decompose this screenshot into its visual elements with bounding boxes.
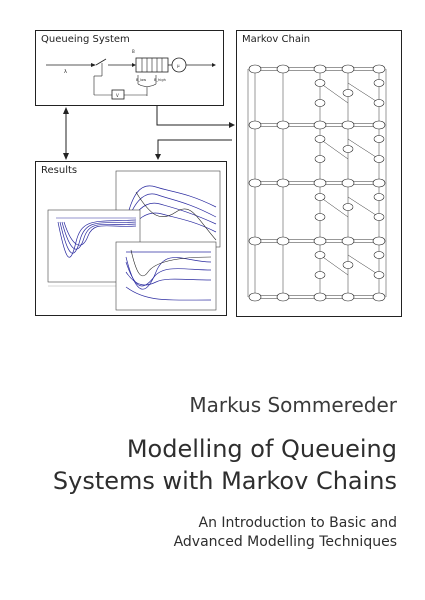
chain-edge xyxy=(347,82,380,104)
chain-edge xyxy=(319,254,349,276)
chain-state xyxy=(276,178,290,188)
chain-state xyxy=(314,213,326,221)
results-panel: Results xyxy=(35,161,227,316)
chain-state xyxy=(373,99,385,107)
chain-edge xyxy=(347,196,380,218)
chain-state xyxy=(341,292,355,302)
chain-state xyxy=(313,120,327,130)
chain-state xyxy=(373,251,385,259)
author-name: Markus Sommereder xyxy=(189,393,397,417)
chain-state xyxy=(372,292,386,302)
chain-state xyxy=(248,236,262,246)
chain-edge xyxy=(319,82,349,104)
chain-state xyxy=(314,271,326,279)
chain-edge xyxy=(319,138,349,160)
server-label: μ xyxy=(177,63,180,68)
chain-state xyxy=(372,178,386,188)
chain-state xyxy=(341,236,355,246)
chain-state xyxy=(342,203,354,211)
chain-state xyxy=(313,178,327,188)
chain-state xyxy=(276,120,290,130)
chain-state xyxy=(373,271,385,279)
chain-state xyxy=(372,64,386,74)
chain-state xyxy=(341,120,355,130)
chain-state xyxy=(314,155,326,163)
markov-chain-panel: Markov Chain xyxy=(236,30,402,317)
chain-state xyxy=(248,292,262,302)
book-title: Modelling of Queueing Systems with Marko… xyxy=(53,433,397,497)
book-subtitle-line-2: Advanced Modelling Techniques xyxy=(173,534,397,550)
chain-state xyxy=(314,193,326,201)
book-title-line-1: Modelling of Queueing xyxy=(126,435,397,463)
book-subtitle: An Introduction to Basic and Advanced Mo… xyxy=(174,514,397,552)
buffer-low-label: B_low xyxy=(136,78,146,82)
queueing-system-diagram: λ B B_low B_high μ xyxy=(46,49,216,100)
buffer-label: B xyxy=(132,49,135,54)
chain-state xyxy=(276,236,290,246)
queueing-system-panel: Queueing System λ B B_low B_high xyxy=(35,30,224,106)
chain-state xyxy=(373,79,385,87)
chain-state xyxy=(342,261,354,269)
chain-state xyxy=(313,292,327,302)
chain-state xyxy=(314,99,326,107)
chain-state xyxy=(314,251,326,259)
chain-state xyxy=(373,193,385,201)
buffer-high-label: B_high xyxy=(154,78,166,82)
results-plots xyxy=(47,170,221,311)
chain-state xyxy=(373,213,385,221)
chain-state xyxy=(248,178,262,188)
chain-state xyxy=(313,236,327,246)
chain-state xyxy=(276,292,290,302)
chain-edge xyxy=(347,254,380,276)
book-subtitle-line-1: An Introduction to Basic and xyxy=(198,515,398,531)
result-plot-front xyxy=(115,241,217,311)
chain-state xyxy=(248,64,262,74)
chain-state xyxy=(342,145,354,153)
chain-state xyxy=(342,89,354,97)
chain-state xyxy=(248,120,262,130)
chain-state xyxy=(372,236,386,246)
chain-state xyxy=(341,64,355,74)
chain-state xyxy=(314,79,326,87)
chain-state xyxy=(276,64,290,74)
control-label: V xyxy=(116,93,119,98)
chain-edge xyxy=(319,196,349,218)
chain-state xyxy=(373,155,385,163)
queueing-system-title: Queueing System xyxy=(41,34,130,45)
chain-state xyxy=(314,135,326,143)
chain-edge xyxy=(347,138,380,160)
arrival-label: λ xyxy=(64,69,67,75)
chain-state xyxy=(313,64,327,74)
markov-chain-title: Markov Chain xyxy=(242,34,311,45)
chain-state xyxy=(341,178,355,188)
chain-state xyxy=(372,120,386,130)
book-title-line-2: Systems with Markov Chains xyxy=(52,467,397,495)
chain-state xyxy=(373,135,385,143)
results-title: Results xyxy=(41,165,78,176)
markov-chain-diagram xyxy=(247,64,387,302)
